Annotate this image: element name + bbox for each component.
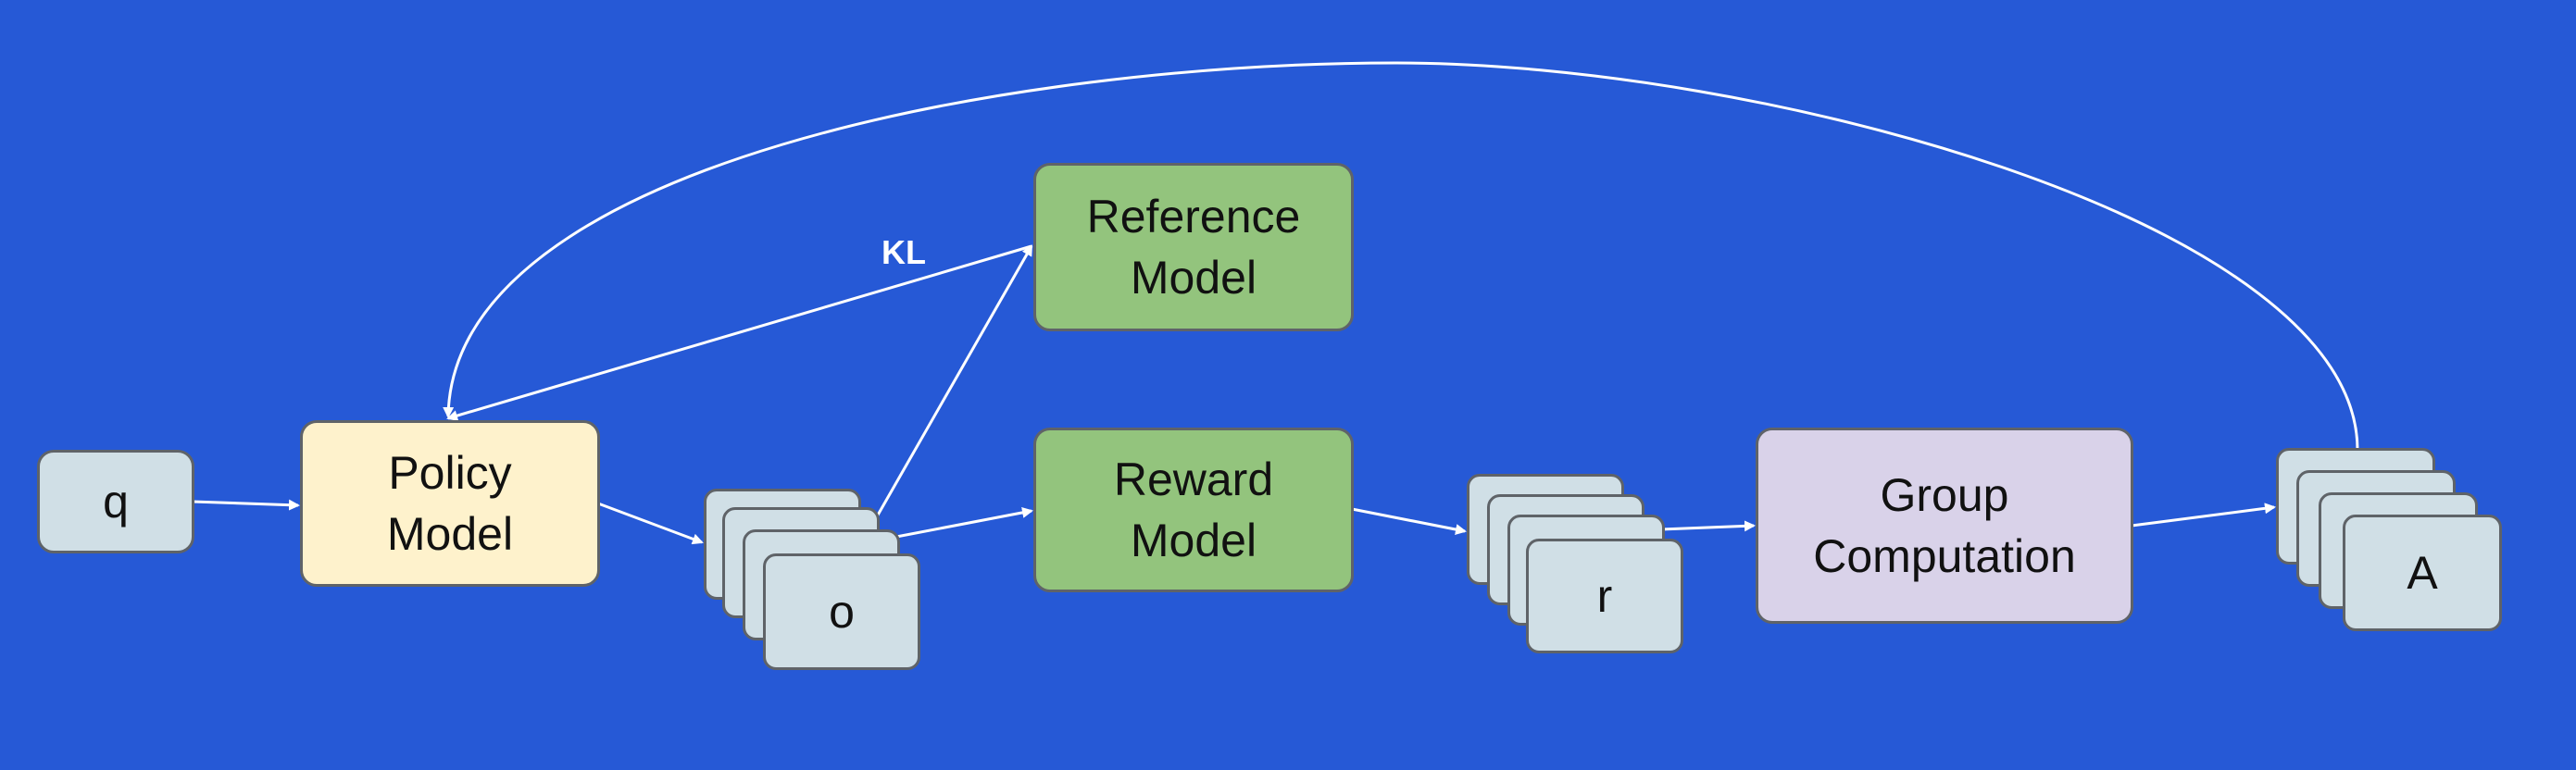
arrow-o-to-reference	[874, 244, 1033, 519]
reward-model-node: Reward Model	[1033, 428, 1354, 592]
arrow-reward-to-r	[1351, 507, 1467, 535]
arrow-a-to-policy-feedback	[443, 61, 2359, 451]
output-node: o	[763, 553, 920, 670]
arrow-group-to-a	[2131, 503, 2276, 528]
policy-model-node: Policy Model	[300, 420, 600, 587]
advantage-node: A	[2343, 515, 2502, 631]
kl-label: KL	[882, 233, 926, 271]
reference-model-node: Reference Model	[1033, 163, 1354, 331]
query-node: q	[37, 450, 194, 553]
arrow-r-to-group	[1660, 520, 1756, 532]
group-computation-node: Group Computation	[1756, 428, 2133, 624]
arrow-policy-to-o	[597, 502, 704, 545]
arrow-o-to-reward	[895, 506, 1033, 539]
reward-node: r	[1526, 539, 1683, 653]
arrow-q-to-policy	[192, 499, 300, 511]
arrow-reference-to-policy-kl	[446, 244, 1032, 421]
